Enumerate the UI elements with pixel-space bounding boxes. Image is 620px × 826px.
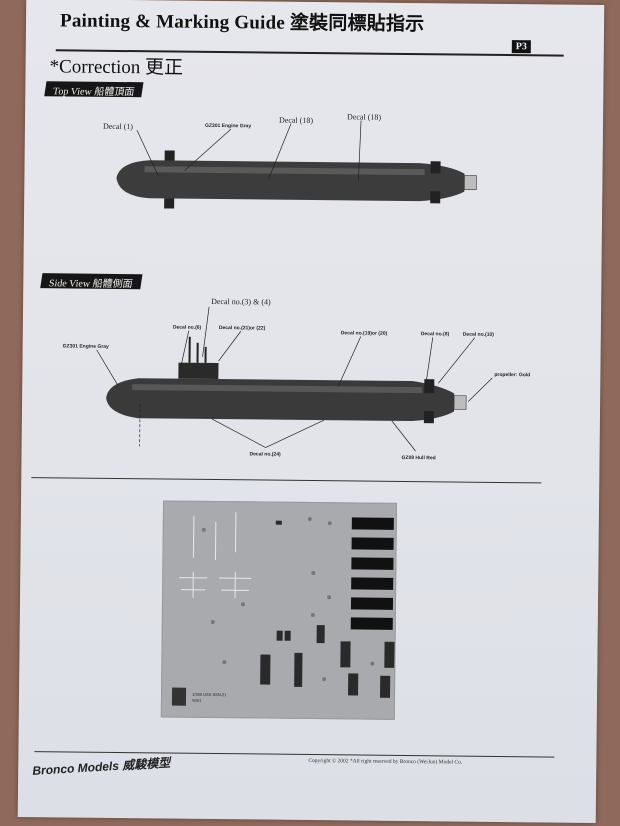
- side-callout-decal-8: Decal no.(8): [420, 331, 450, 338]
- brand-logo: Bronco Models 威駿模型: [32, 755, 171, 778]
- instruction-sheet: Painting & Marking Guide 塗裝同標貼指示 P3 *Cor…: [17, 0, 605, 824]
- copyright-notice: Copyright © 2002 *All right reserved by …: [308, 757, 463, 766]
- side-callout-engine-gray: GZ301 Engine Gray: [62, 343, 109, 350]
- side-callout-decal-3-4: Decal no.(3) & (4): [211, 296, 271, 307]
- svg-text:S001: S001: [192, 698, 202, 703]
- decal-sheet-artwork: 1/350 USS SSN-21 S001: [171, 512, 395, 706]
- svg-text:1/350 USS SSN-21: 1/350 USS SSN-21: [192, 692, 227, 697]
- side-callout-decal-10: Decal no.(10): [462, 331, 494, 338]
- top-view-submarine: [116, 150, 477, 209]
- decal-sheet-image: 1/350 USS SSN-21 S001: [160, 500, 398, 720]
- side-callout-decal-6: Decal no.(6): [172, 324, 202, 331]
- side-callout-hull-red: GZ08 Hull Red: [401, 454, 436, 462]
- submarine-drawings: [96, 120, 493, 452]
- side-callout-decal-19-20: Decal no.(19)or (20): [340, 330, 388, 337]
- side-view-submarine: [106, 336, 467, 447]
- side-callout-propeller: propeller: Gold: [494, 371, 531, 379]
- side-callout-decal-24: Decal no.(24): [249, 451, 281, 458]
- side-callout-decal-21-22: Decal no.(21)or (22): [218, 325, 266, 332]
- side-view-heading: Side View 船體側面: [40, 273, 143, 290]
